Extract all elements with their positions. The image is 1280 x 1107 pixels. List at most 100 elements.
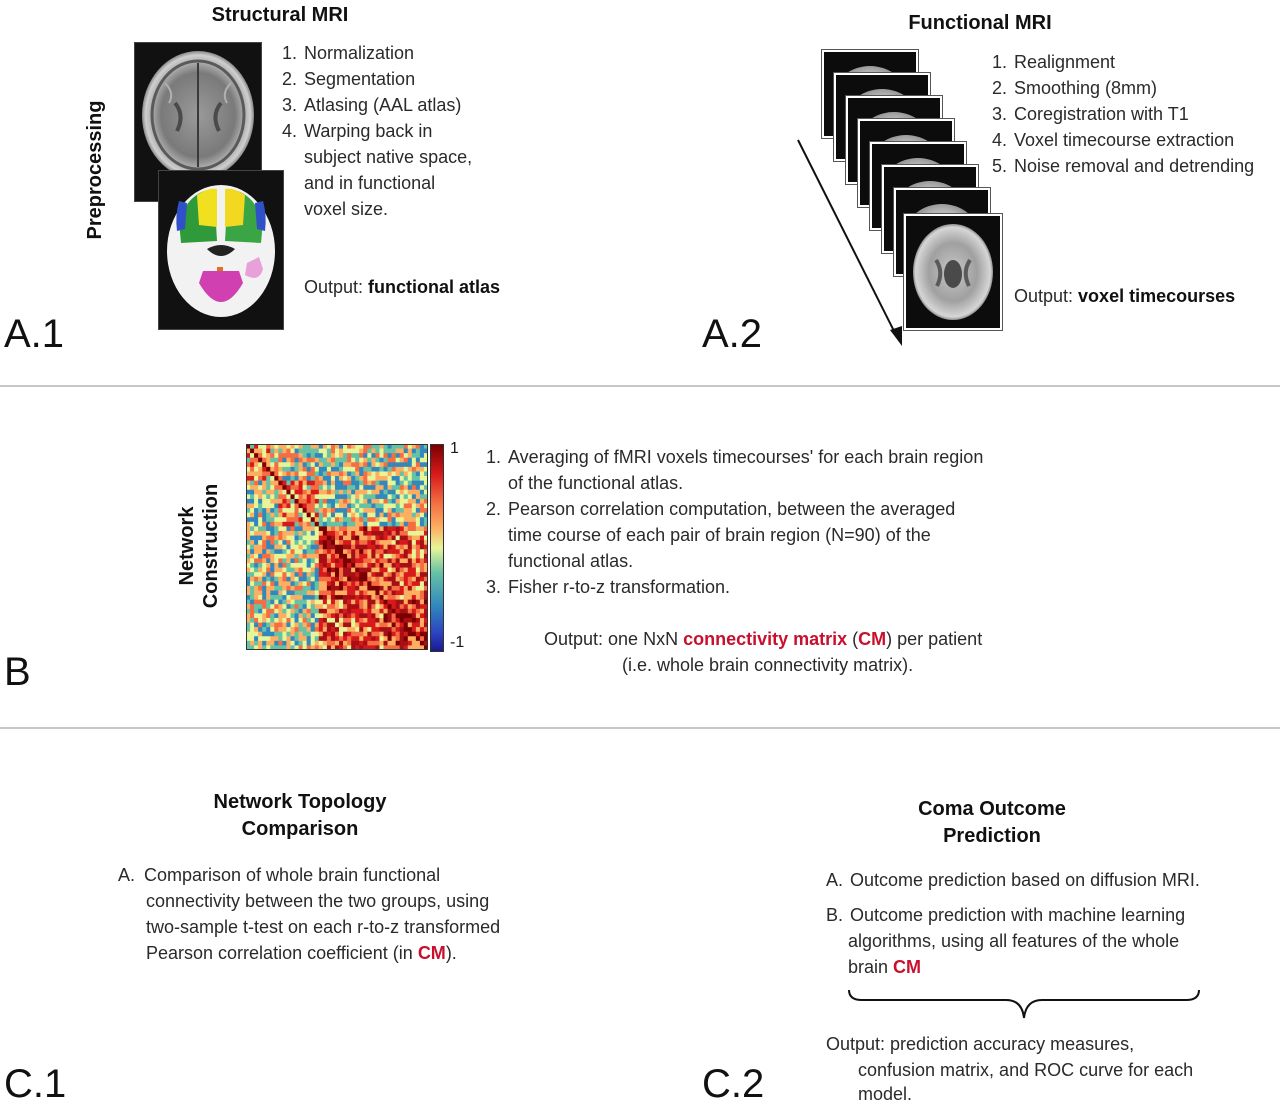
matrix-cell [347, 604, 352, 610]
matrix-cell [343, 576, 348, 582]
matrix-cell [355, 512, 360, 518]
matrix-cell [266, 599, 271, 605]
matrix-cell [367, 462, 372, 468]
matrix-cell [314, 462, 320, 468]
matrix-cell [343, 453, 348, 459]
matrix-cell [355, 617, 360, 623]
matrix-cell [298, 544, 303, 550]
matrix-cell [306, 553, 312, 559]
matrix-cell [314, 608, 320, 614]
matrix-cell [391, 622, 396, 628]
matrix-cell [318, 485, 324, 491]
matrix-cell [270, 476, 275, 481]
matrix-cell [403, 530, 409, 536]
matrix-cell [387, 563, 392, 568]
matrix-cell [290, 595, 295, 600]
matrix-cell [379, 617, 384, 623]
matrix-cell [250, 617, 255, 623]
matrix-cell [371, 549, 376, 555]
matrix-cell [355, 448, 360, 454]
matrix-cell [355, 599, 360, 605]
matrix-cell [383, 535, 388, 541]
matrix-cell [250, 622, 255, 628]
c2-item-b-cont-1: algorithms, using all features of the wh… [848, 931, 1180, 951]
matrix-cell [286, 617, 291, 623]
matrix-cell [423, 608, 428, 614]
matrix-cell [306, 567, 312, 573]
matrix-cell [318, 535, 324, 541]
matrix-cell [415, 549, 421, 555]
matrix-cell [314, 476, 320, 481]
matrix-cell [270, 544, 275, 550]
matrix-cell [282, 595, 287, 600]
matrix-cell [294, 489, 299, 495]
matrix-cell [258, 466, 263, 472]
matrix-cell [387, 549, 392, 555]
matrix-cell [383, 444, 388, 449]
matrix-cell [423, 563, 428, 568]
matrix-cell [254, 535, 259, 541]
matrix-cell [270, 627, 275, 632]
matrix-cell [318, 599, 324, 605]
matrix-cell [298, 489, 303, 495]
matrix-cell [326, 599, 332, 605]
matrix-cell [359, 494, 364, 500]
matrix-cell [403, 617, 409, 623]
matrix-cell [314, 563, 320, 568]
matrix-cell [359, 453, 364, 459]
matrix-cell [347, 627, 352, 632]
matrix-cell [407, 581, 413, 587]
matrix-cell [411, 540, 417, 546]
matrix-cell [250, 540, 255, 546]
matrix-cell [371, 498, 376, 504]
matrix-cell [278, 581, 283, 587]
matrix-cell [351, 526, 356, 532]
matrix-cell [359, 521, 364, 527]
matrix-cell [298, 480, 303, 486]
matrix-cell [415, 498, 421, 504]
matrix-cell [258, 631, 263, 637]
matrix-cell [262, 508, 267, 513]
matrix-cell [246, 476, 251, 481]
matrix-cell [363, 558, 368, 564]
matrix-cell [423, 636, 428, 642]
matrix-cell [387, 590, 392, 596]
matrix-cell [326, 489, 332, 495]
matrix-cell [395, 485, 400, 491]
matrix-cell [403, 448, 409, 454]
matrix-cell [254, 462, 259, 468]
matrix-cell [399, 604, 405, 610]
matrix-cell [367, 640, 372, 646]
matrix-cell [339, 512, 344, 518]
matrix-cell [246, 517, 251, 523]
matrix-cell [326, 585, 332, 591]
matrix-cell [278, 585, 283, 591]
matrix-cell [351, 627, 356, 632]
matrix-cell [387, 494, 392, 500]
matrix-cell [318, 544, 324, 550]
matrix-cell [407, 466, 413, 472]
matrix-cell [246, 613, 251, 619]
matrix-cell [326, 553, 332, 559]
matrix-cell [379, 604, 384, 610]
matrix-cell [359, 480, 364, 486]
matrix-cell [399, 462, 405, 468]
matrix-cell [415, 617, 421, 623]
matrix-cell [339, 494, 344, 500]
matrix-cell [371, 489, 376, 495]
matrix-cell [322, 508, 328, 513]
matrix-cell [262, 517, 267, 523]
matrix-cell [258, 512, 263, 518]
matrix-cell [246, 549, 251, 555]
matrix-cell [423, 549, 428, 555]
matrix-cell [246, 521, 251, 527]
matrix-cell [367, 617, 372, 623]
matrix-cell [407, 576, 413, 582]
matrix-cell [322, 631, 328, 637]
matrix-cell [367, 448, 372, 454]
matrix-cell [266, 613, 271, 619]
matrix-cell [347, 480, 352, 486]
matrix-cell [294, 521, 299, 527]
matrix-cell [415, 457, 421, 463]
matrix-cell [294, 526, 299, 532]
